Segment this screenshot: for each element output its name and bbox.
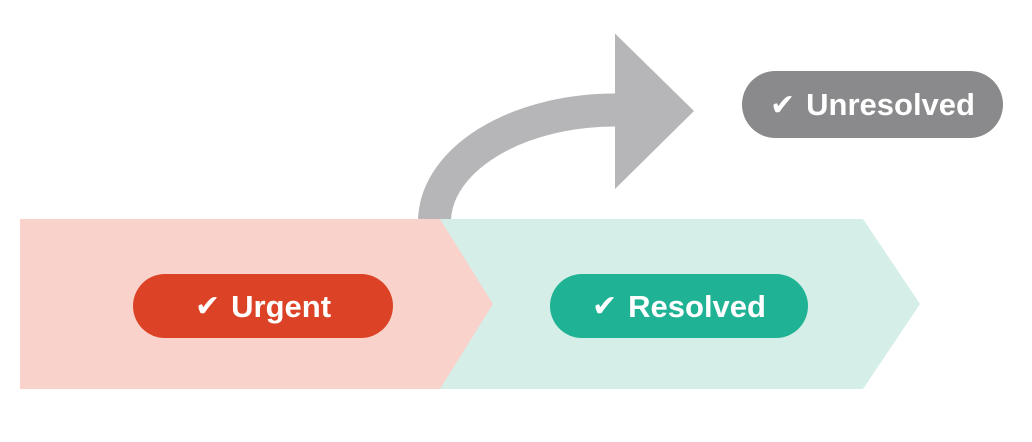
check-icon: ✔ (770, 88, 796, 122)
urgent-pill-label: Urgent (231, 288, 332, 324)
branch-arrow-shaft (418, 93, 616, 223)
branch-arrow-head (615, 33, 694, 189)
unresolved-pill-label: Unresolved (806, 87, 975, 122)
branch-arrow (418, 33, 694, 223)
resolved-pill-label: Resolved (628, 288, 766, 324)
check-icon: ✔ (194, 290, 221, 323)
resolved-pill[interactable]: ✔ Resolved (550, 274, 808, 338)
check-icon: ✔ (592, 290, 618, 323)
urgent-pill[interactable]: ✔ Urgent (133, 274, 393, 338)
unresolved-pill[interactable]: ✔ Unresolved (742, 71, 1003, 138)
